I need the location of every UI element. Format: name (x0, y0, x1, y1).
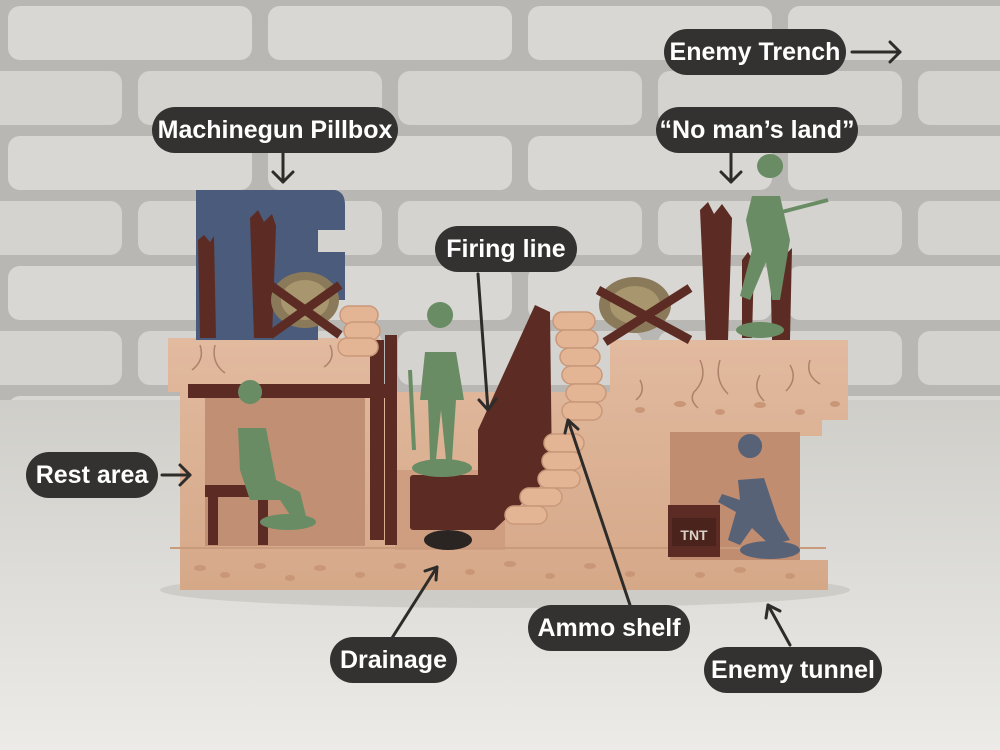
soldiers (238, 154, 829, 559)
callout-enemy-tunnel: Enemy tunnel (704, 647, 882, 693)
callout-machinegun-pillbox: Machinegun Pillbox (152, 107, 398, 153)
arrow-firing-line (476, 272, 498, 412)
sentry-soldier (420, 302, 464, 460)
arrow-ammo-shelf (563, 418, 632, 607)
callout-firing-line: Firing line (435, 226, 577, 272)
arrow-rest-area (160, 463, 192, 487)
tnt-crate: TNT (668, 505, 720, 557)
wooden-structures (188, 305, 552, 545)
resting-soldier (238, 380, 306, 518)
arrow-enemy-tunnel (764, 603, 792, 647)
pebble-texture (194, 401, 840, 581)
callout-rest-area: Rest area (26, 452, 158, 498)
arrow-drainage (390, 565, 439, 640)
annotation-arrows (160, 40, 902, 647)
barbed-wire-obstacles (267, 272, 693, 346)
root-textures (191, 344, 821, 409)
callout-ammo-shelf: Ammo shelf (528, 605, 690, 651)
brick-wall (0, 0, 1000, 420)
callout-drainage: Drainage (330, 637, 457, 683)
arrow-enemy-trench (850, 40, 902, 64)
arrow-pillbox (271, 150, 295, 184)
charging-soldier (740, 154, 790, 300)
tunnel-soldier (718, 434, 790, 545)
callout-no-mans-land: “No man’s land” (656, 107, 858, 153)
callout-enemy-trench: Enemy Trench (664, 29, 846, 75)
tnt-label: TNT (680, 527, 708, 543)
drain-hole (424, 530, 472, 550)
arrow-no-mans-land (719, 150, 743, 184)
